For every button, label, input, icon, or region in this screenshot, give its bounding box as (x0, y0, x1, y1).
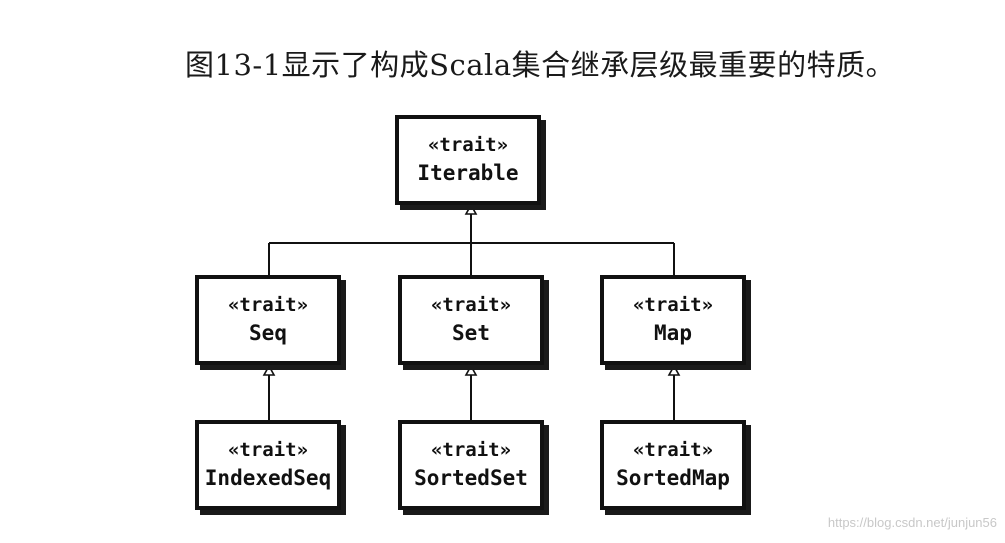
node-iterable: «trait» Iterable (395, 115, 541, 205)
stereotype-label: «trait» (227, 439, 309, 461)
stereotype-label: «trait» (430, 294, 512, 316)
trait-name: Seq (249, 321, 287, 345)
arrowhead-seq (262, 364, 276, 376)
trait-name: Iterable (417, 161, 519, 185)
page-heading: 图13-1显示了构成Scala集合继承层级最重要的特质。 (185, 48, 896, 82)
arrowhead-map (667, 364, 681, 376)
watermark-text: https://blog.csdn.net/junjun56 (827, 515, 997, 530)
arrowhead-iterable (464, 203, 478, 215)
stereotype-label: «trait» (227, 294, 309, 316)
trait-name: Map (654, 321, 692, 345)
node-sortedmap: «trait» SortedMap (600, 420, 746, 510)
node-seq: «trait» Seq (195, 275, 341, 365)
node-indexedseq: «trait» IndexedSeq (195, 420, 341, 510)
trait-name: Set (452, 321, 490, 345)
stereotype-label: «trait» (427, 134, 509, 156)
stereotype-label: «trait» (632, 294, 714, 316)
node-sortedset: «trait» SortedSet (398, 420, 544, 510)
trait-name: SortedSet (414, 466, 528, 490)
stereotype-label: «trait» (430, 439, 512, 461)
trait-name: IndexedSeq (204, 466, 332, 490)
stereotype-label: «trait» (632, 439, 714, 461)
node-map: «trait» Map (600, 275, 746, 365)
trait-name: SortedMap (616, 466, 730, 490)
node-set: «trait» Set (398, 275, 544, 365)
arrowhead-set (464, 364, 478, 376)
